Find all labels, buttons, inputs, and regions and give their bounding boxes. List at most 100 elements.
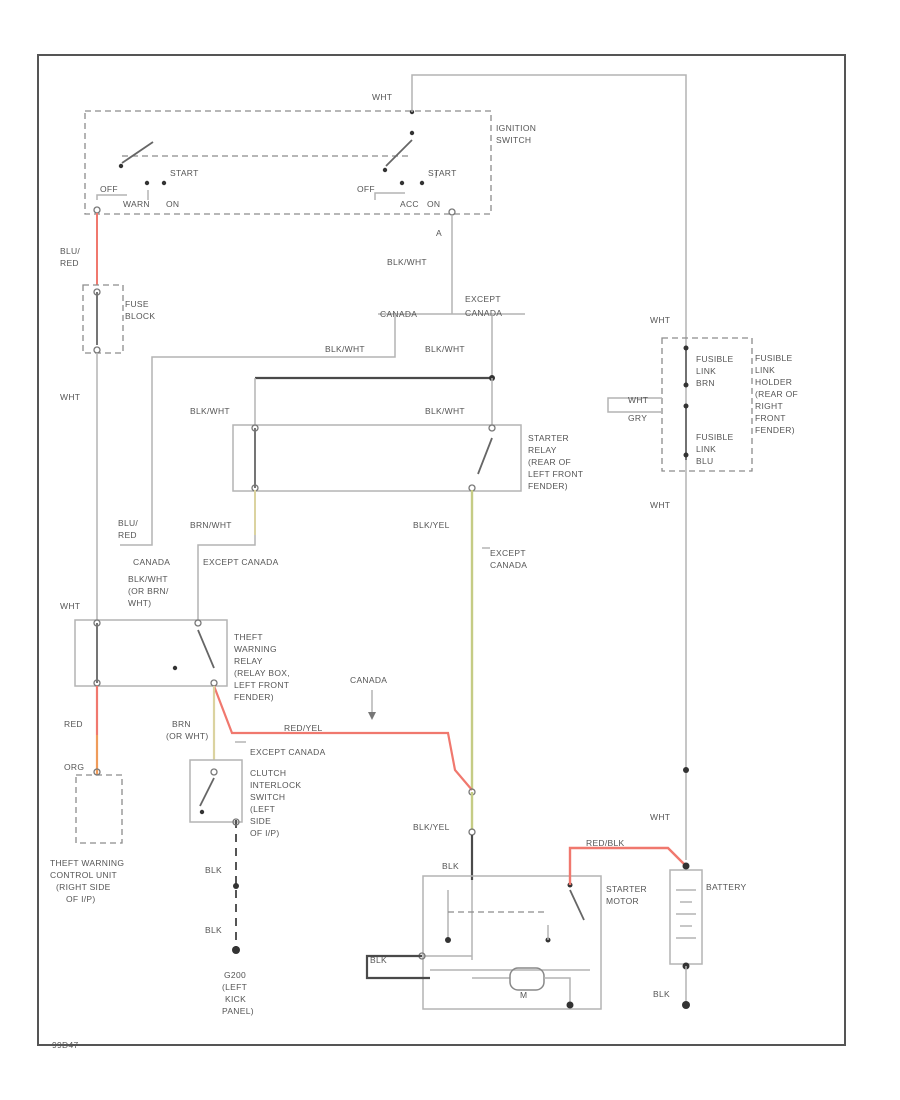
theft-relay-label-4: (RELAY BOX, xyxy=(234,668,290,678)
wht-label-top: WHT xyxy=(372,92,392,102)
wht-relay-label: WHT xyxy=(60,601,80,611)
g200-label-1: G200 xyxy=(224,970,246,980)
org-label: ORG xyxy=(64,762,84,772)
g200-label-2: (LEFT xyxy=(222,982,247,992)
starter-relay-label-3: (REAR OF xyxy=(528,457,571,467)
blk-starter-label: BLK xyxy=(442,861,459,871)
starter-relay-label-5: FENDER) xyxy=(528,481,568,491)
fusible-link-2-a: FUSIBLE xyxy=(696,432,734,442)
wht-right-label: WHT xyxy=(650,500,670,510)
fusible-link-1-b: LINK xyxy=(696,366,716,376)
blk-wht-brn-3: WHT) xyxy=(128,598,151,608)
theft-relay-label-5: LEFT FRONT xyxy=(234,680,289,690)
theft-relay-label-6: FENDER) xyxy=(234,692,274,702)
brn-wht-label: BRN/WHT xyxy=(190,520,232,530)
blu-red-label-1: BLU/ xyxy=(60,246,80,256)
blk-label-2: BLK xyxy=(205,925,222,935)
starter-relay xyxy=(232,424,522,492)
theft-relay-label-3: RELAY xyxy=(234,656,263,666)
fusible-link-2-c: BLU xyxy=(696,456,713,466)
blk-yel-label-1: BLK/YEL xyxy=(413,520,450,530)
except-canada-clutch-label: EXCEPT CANADA xyxy=(250,747,326,757)
theft-unit-label-1: THEFT WARNING xyxy=(50,858,124,868)
fusible-link-1-a: FUSIBLE xyxy=(696,354,734,364)
diagram-frame xyxy=(37,54,846,1046)
fusible-link-holder xyxy=(607,337,753,472)
except-canada-top-2: CANADA xyxy=(465,308,502,318)
fuse-block-label-2: BLOCK xyxy=(125,311,155,321)
fusible-holder-6: FRONT xyxy=(755,413,786,423)
except-canada-mid-2: CANADA xyxy=(490,560,527,570)
fusible-holder-7: FENDER) xyxy=(755,425,795,435)
theft-unit-label-3: (RIGHT SIDE xyxy=(56,882,111,892)
starter-motor-label-2: MOTOR xyxy=(606,896,639,906)
clutch-label-5: SIDE xyxy=(250,816,271,826)
canada-left-label: CANADA xyxy=(133,557,170,567)
canada-mid-label: CANADA xyxy=(350,675,387,685)
g200-label-4: PANEL) xyxy=(222,1006,254,1016)
blk-motor-label: BLK xyxy=(370,955,387,965)
start-label-left: START xyxy=(170,168,199,178)
clutch-label-3: SWITCH xyxy=(250,792,285,802)
fusible-holder-1: FUSIBLE xyxy=(755,353,793,363)
clutch-label-6: OF I/P) xyxy=(250,828,280,838)
fusible-holder-5: RIGHT xyxy=(755,401,783,411)
blk-wht-label-2: BLK/WHT xyxy=(325,344,365,354)
starter-relay-label-4: LEFT FRONT xyxy=(528,469,583,479)
g200-label-3: KICK xyxy=(225,994,246,1004)
fusible-link-1-c: BRN xyxy=(696,378,715,388)
fusible-holder-2: LINK xyxy=(755,365,775,375)
clutch-label-2: INTERLOCK xyxy=(250,780,301,790)
blk-battery-label: BLK xyxy=(653,989,670,999)
blk-yel-label-2: BLK/YEL xyxy=(413,822,450,832)
fusible-holder-4: (REAR OF xyxy=(755,389,798,399)
red-yel-label: RED/YEL xyxy=(284,723,322,733)
clutch-interlock-switch xyxy=(189,759,243,823)
red-left-label: RED xyxy=(64,719,83,729)
wht-batt-label: WHT xyxy=(650,812,670,822)
theft-warning-control-unit xyxy=(75,768,123,844)
blk-wht-label-4: BLK/WHT xyxy=(190,406,230,416)
warn-label: WARN xyxy=(123,199,150,209)
blk-wht-label-1: BLK/WHT xyxy=(387,257,427,267)
starter-relay-label-1: STARTER xyxy=(528,433,569,443)
fuse-block xyxy=(82,284,124,354)
off-label-left: OFF xyxy=(100,184,118,194)
starter-motor xyxy=(365,875,602,1010)
canada-top-label: CANADA xyxy=(380,309,417,319)
figure-id: 99D47 xyxy=(52,1040,79,1050)
motor-m-label: M xyxy=(520,990,527,1000)
brn-or-wht-1: BRN xyxy=(172,719,191,729)
battery-label: BATTERY xyxy=(706,882,747,892)
theft-warning-relay xyxy=(74,619,228,687)
blu-red-label-2: RED xyxy=(60,258,79,268)
wht-f1-label: WHT xyxy=(628,395,648,405)
fuse-block-label-1: FUSE xyxy=(125,299,149,309)
clutch-label-4: (LEFT xyxy=(250,804,275,814)
fusible-link-2-b: LINK xyxy=(696,444,716,454)
off-label-right: OFF xyxy=(357,184,375,194)
wht-fusible-label: WHT xyxy=(650,315,670,325)
acc-label: ACC xyxy=(400,199,419,209)
blk-wht-brn-1: BLK/WHT xyxy=(128,574,168,584)
on-label-right: ON xyxy=(427,199,440,209)
ignition-switch xyxy=(84,109,492,216)
blu-red-2-label-1: BLU/ xyxy=(118,518,138,528)
wht-label-left: WHT xyxy=(60,392,80,402)
brn-or-wht-2: (OR WHT) xyxy=(166,731,209,741)
blk-wht-label-3: BLK/WHT xyxy=(425,344,465,354)
theft-unit-label-2: CONTROL UNIT xyxy=(50,870,117,880)
ignition-switch-label-2: SWITCH xyxy=(496,135,531,145)
theft-relay-label-1: THEFT xyxy=(234,632,263,642)
starter-motor-label-1: STARTER xyxy=(606,884,647,894)
clutch-label-1: CLUTCH xyxy=(250,768,286,778)
on-label-left: ON xyxy=(166,199,179,209)
battery xyxy=(669,862,703,1009)
wire-marker: A xyxy=(436,228,442,238)
ignition-switch-label-1: IGNITION xyxy=(496,123,536,133)
except-canada-mid-1: EXCEPT xyxy=(490,548,526,558)
blk-wht-label-5: BLK/WHT xyxy=(425,406,465,416)
gry-f2-label: GRY xyxy=(628,413,647,423)
except-canada-left-label: EXCEPT CANADA xyxy=(203,557,279,567)
